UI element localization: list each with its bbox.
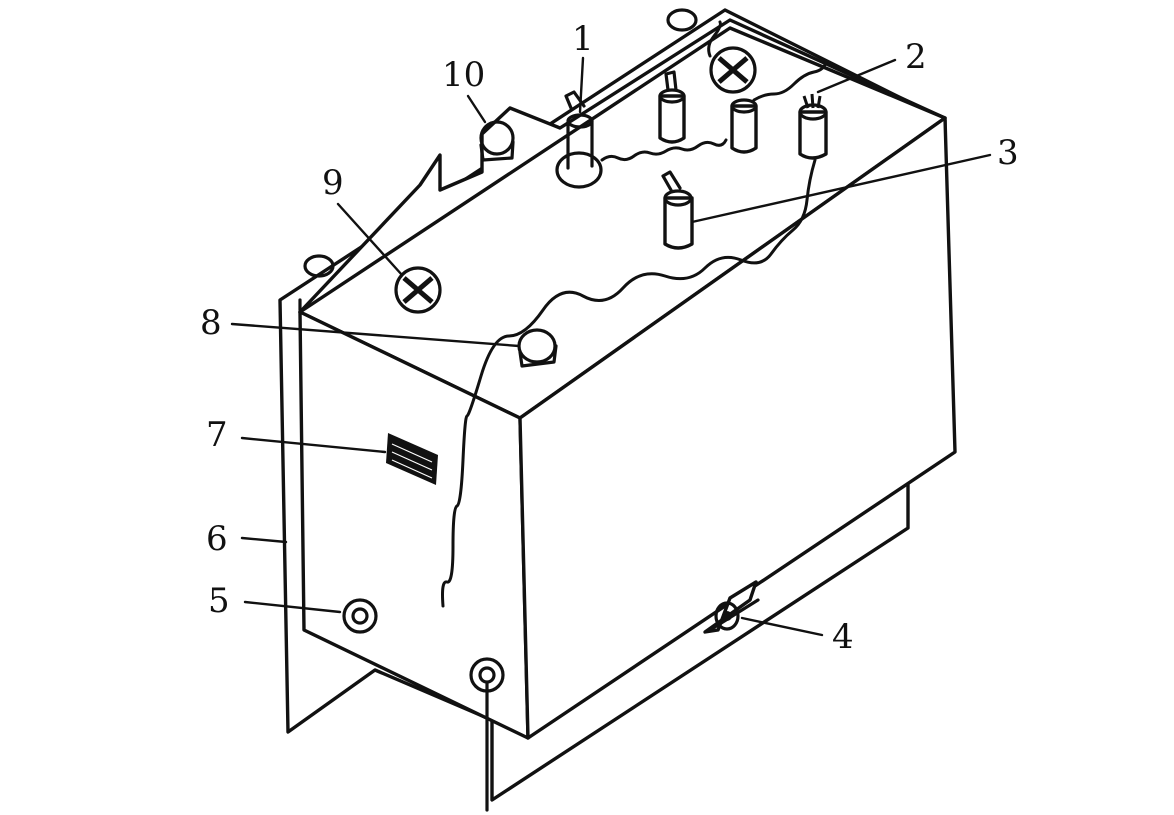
step-knob — [479, 120, 515, 162]
callout-labels: 1 2 3 4 5 6 7 8 9 10 — [200, 19, 1019, 657]
callout-2: 2 — [905, 37, 927, 77]
cross-screw-right — [709, 46, 757, 94]
callout-7: 7 — [206, 415, 228, 455]
leader-9 — [336, 202, 404, 277]
leader-2 — [816, 58, 897, 94]
leader-5 — [243, 600, 342, 614]
leader-6 — [240, 536, 288, 544]
nameplate — [386, 433, 438, 485]
wired-terminal — [798, 93, 828, 160]
callout-10: 10 — [442, 55, 485, 95]
callout-4: 4 — [832, 617, 854, 657]
terminal-post-b — [730, 98, 758, 154]
callout-6: 6 — [206, 519, 228, 559]
leader-3 — [690, 153, 992, 224]
leader-1 — [578, 56, 585, 114]
leader-8 — [230, 322, 521, 348]
leader-4 — [740, 616, 824, 637]
cross-screw-left — [394, 266, 442, 314]
callout-1: 1 — [572, 19, 594, 59]
front-terminal — [342, 598, 378, 634]
mounting-bolt-top — [303, 8, 698, 278]
leader-lines — [230, 56, 992, 637]
lower-terminal — [469, 657, 505, 812]
front-terminal-post — [661, 170, 694, 250]
leader-7 — [240, 436, 387, 454]
bottom-screw-terminal — [714, 601, 740, 631]
lead-bushing — [555, 90, 603, 189]
terminal-post-a — [658, 70, 686, 144]
wiring — [441, 20, 828, 608]
leader-10 — [466, 94, 487, 124]
callout-9: 9 — [322, 163, 344, 203]
callout-5: 5 — [208, 581, 230, 621]
callout-8: 8 — [200, 303, 222, 343]
callout-3: 3 — [997, 133, 1019, 173]
